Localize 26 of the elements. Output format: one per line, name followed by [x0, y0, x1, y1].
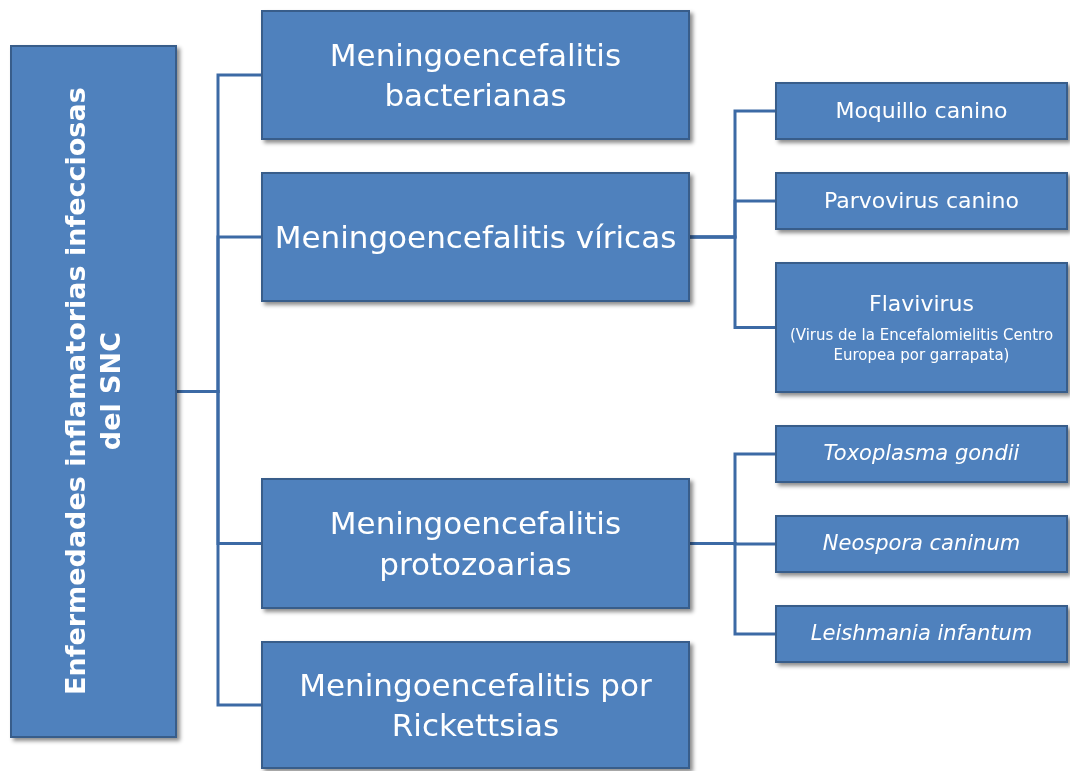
node-label: Parvovirus canino: [823, 186, 1020, 215]
root-box: [10, 45, 177, 738]
category-box: [775, 172, 1068, 230]
node-label: Meningoencefalitis protozoarias: [328, 504, 623, 584]
category-box: [775, 605, 1068, 663]
category-box: [775, 262, 1068, 393]
node-label: Meningoencefalitis bacterianas: [328, 35, 623, 115]
node-label: Flavivirus: [868, 289, 975, 318]
node-label: Toxoplasma gondii: [822, 440, 1021, 468]
category-box: [775, 82, 1068, 140]
connector-line: [690, 542, 775, 636]
category-box: [261, 172, 690, 302]
category-box: [261, 10, 690, 140]
category-box: [261, 641, 690, 769]
connector-line: [177, 390, 261, 707]
node-note: (Virus de la Encefalomielitis Centro Europea por garrapata): [788, 324, 1055, 366]
node-label: Moquillo canino: [834, 96, 1009, 125]
category-box: [261, 478, 690, 609]
category-box: [775, 425, 1068, 483]
node-label: Leishmania infantum: [809, 620, 1034, 648]
node-label: Meningoencefalitis por Rickettsias: [298, 665, 653, 745]
node-label: Neospora caninum: [821, 530, 1022, 558]
node-label: Meningoencefalitis víricas: [273, 217, 678, 257]
category-box: [775, 515, 1068, 573]
node-label: Enfermedades inflamatorias infecciosas del SNC: [59, 86, 128, 698]
connector-line: [690, 235, 775, 329]
